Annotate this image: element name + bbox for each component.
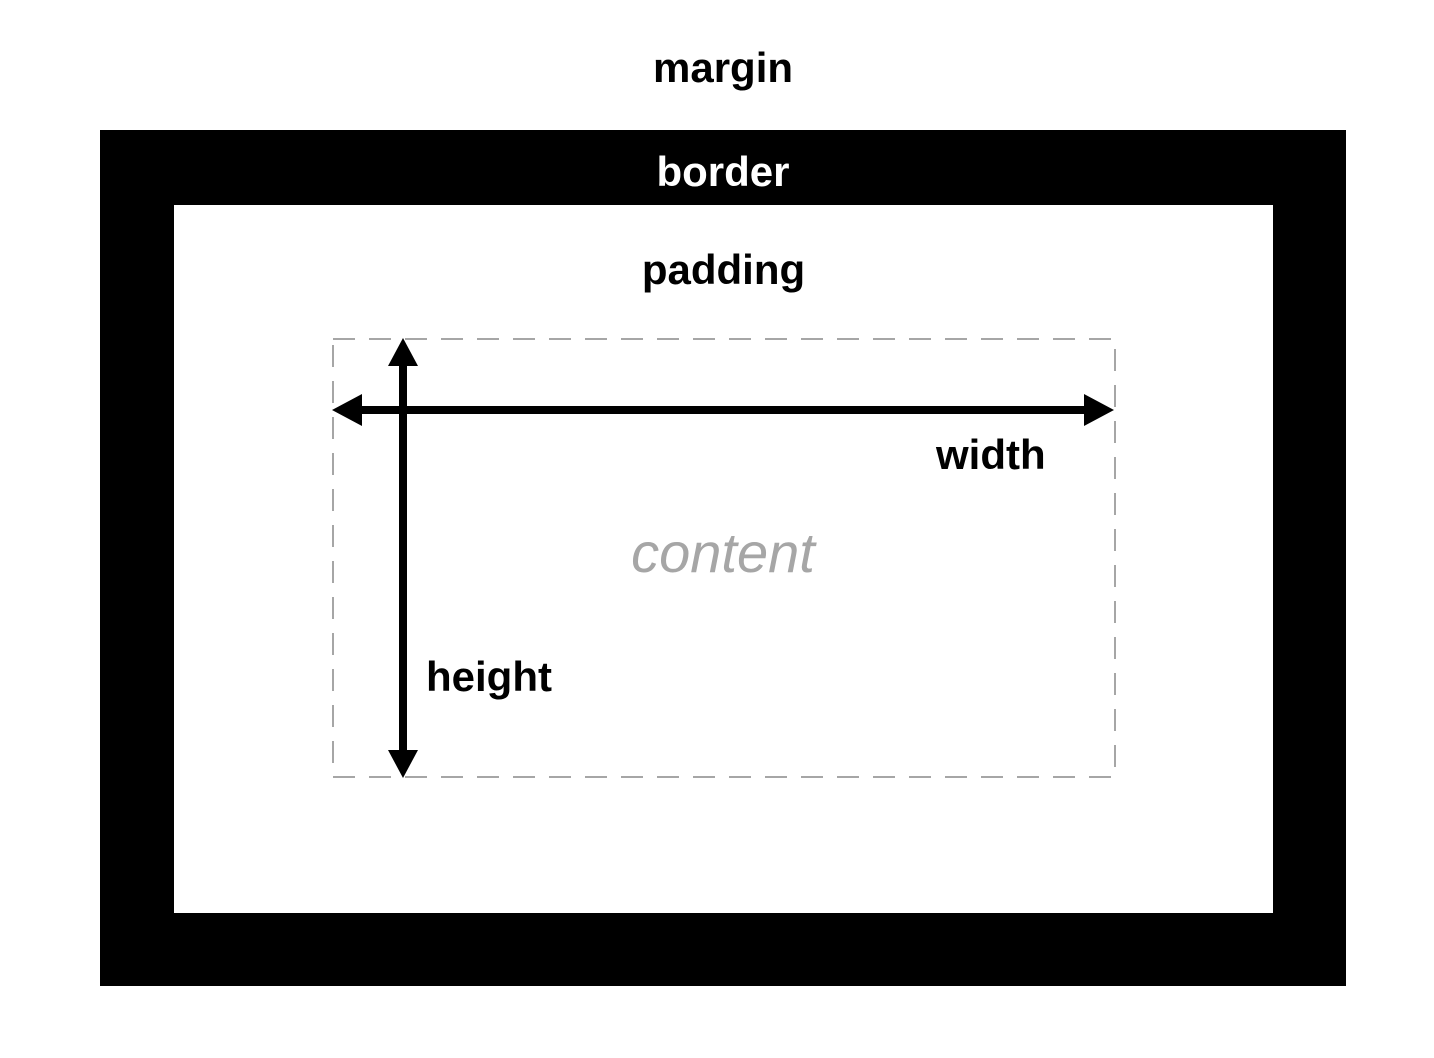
width-label: width bbox=[936, 431, 1046, 478]
width-arrow-left-head bbox=[332, 394, 362, 426]
height-label: height bbox=[426, 653, 552, 700]
width-arrow-right-head bbox=[1084, 394, 1114, 426]
margin-label: margin bbox=[652, 44, 794, 91]
border-label: border bbox=[656, 148, 790, 195]
height-arrow-top-head bbox=[388, 338, 418, 366]
content-label: content bbox=[631, 521, 815, 584]
padding-label: padding bbox=[641, 246, 806, 293]
content-area: width height content bbox=[332, 338, 1116, 778]
content-graphics bbox=[332, 338, 1116, 778]
height-arrow-bottom-head bbox=[388, 750, 418, 778]
padding-area: padding width height content bbox=[174, 205, 1273, 913]
border-area: border padding width height content bbox=[100, 130, 1346, 986]
